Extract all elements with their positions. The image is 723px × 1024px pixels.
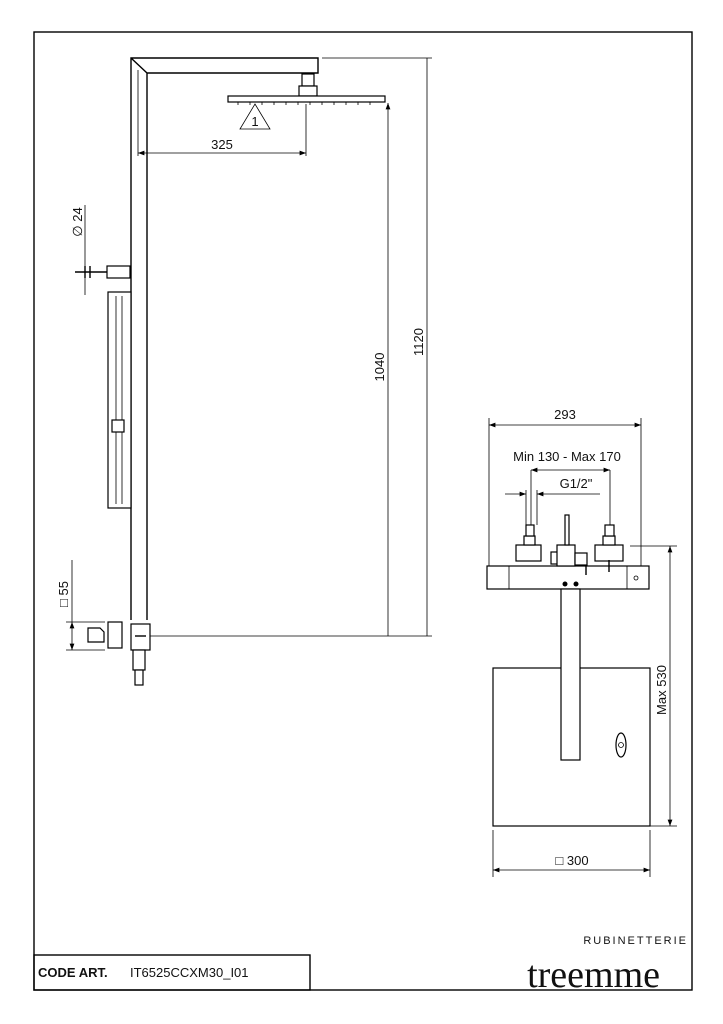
code-box [33, 954, 311, 991]
dimension-mixer-size: □ 55 [56, 581, 71, 607]
dimension-1120: 1120 [411, 328, 426, 356]
dimension-1040: 1040 [372, 353, 387, 382]
dimension-293: 293 [554, 407, 576, 422]
brand-subtitle: RUBINETTERIE [583, 935, 688, 947]
dimension-center-distance: Min 130 - Max 170 [513, 449, 621, 464]
dimension-plate-300: □ 300 [555, 853, 588, 868]
shower-column-side-view [75, 57, 386, 686]
mixer-front-view [486, 514, 651, 827]
note-marker: 1 [239, 103, 271, 130]
dimension-lines-right [488, 418, 677, 877]
note-marker-label: 1 [251, 114, 258, 129]
dimension-lines-left [66, 57, 432, 651]
dimension-max-530: Max 530 [654, 665, 669, 715]
dimension-thread: G1/2" [560, 476, 593, 491]
code-value: IT6525CCXM30_I01 [130, 965, 249, 980]
drawing-frame [33, 31, 693, 991]
dimension-325: 325 [211, 137, 233, 152]
dimension-hose-diameter: ∅ 24 [70, 207, 85, 236]
brand-logo: treemme [527, 954, 660, 996]
code-label: CODE ART. [38, 965, 108, 980]
